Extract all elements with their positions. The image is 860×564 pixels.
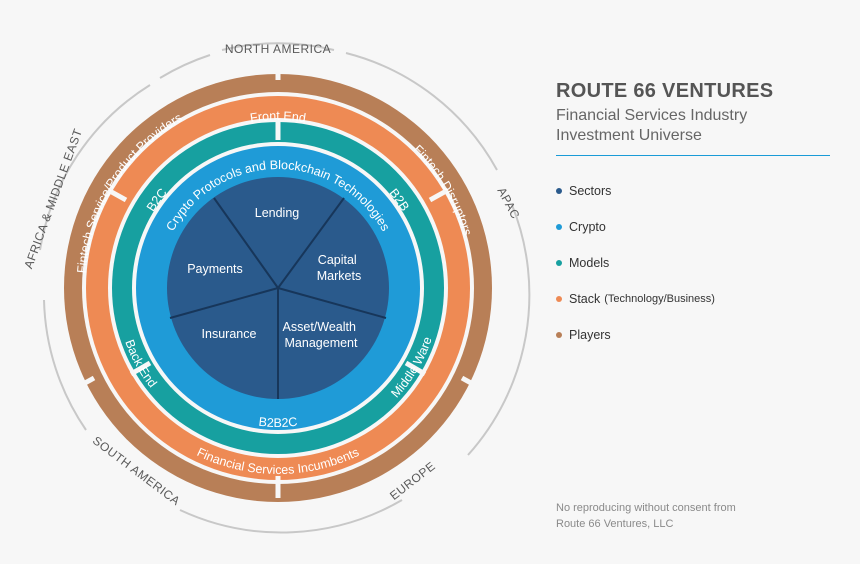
copyright-note: No reproducing without consent from Rout… (556, 500, 816, 532)
legend-item-stack: Stack (Technology/Business) (556, 290, 715, 308)
legend-label-crypto: Crypto (569, 220, 606, 234)
sector-payments: Payments (187, 262, 243, 276)
sector-asset-wealth: Asset/Wealth Management (283, 320, 360, 350)
region-arc-southwest (43, 299, 87, 431)
legend-item-models: Models (556, 254, 715, 272)
legend-dot-models (556, 260, 562, 266)
subtitle-line-1: Financial Services Industry (556, 107, 748, 124)
legend-dot-players (556, 332, 562, 338)
brand-title: ROUTE 66 VENTURES (556, 80, 774, 102)
region-arc-northwest (159, 54, 211, 79)
subtitle: Financial Services Industry Investment U… (556, 106, 836, 146)
subtitle-line-2: Investment Universe (556, 127, 702, 144)
stack-label-front-end: Front End (249, 109, 307, 125)
models-label-b2b2c: B2B2C (258, 415, 298, 430)
copyright-line-1: No reproducing without consent from (556, 502, 736, 514)
region-ring (39, 42, 531, 534)
region-arc-west (39, 84, 151, 251)
region-arc-east (467, 204, 531, 456)
sector-lending: Lending (255, 206, 300, 220)
legend-item-sectors: Sectors (556, 182, 715, 200)
legend-item-players: Players (556, 326, 715, 344)
region-north-america: NORTH AMERICA (225, 42, 331, 56)
legend-label-stack: Stack (569, 292, 601, 306)
models-ring-gaps (129, 118, 427, 377)
title-block: ROUTE 66 VENTURES Financial Services Ind… (556, 80, 836, 156)
legend: Sectors Crypto Models Stack (Technology/… (556, 182, 715, 362)
sector-insurance: Insurance (202, 327, 257, 341)
region-arc-north (221, 42, 335, 51)
legend-dot-stack (556, 296, 562, 302)
players-ring-gaps (74, 60, 482, 391)
legend-dot-crypto (556, 224, 562, 230)
stack-ring-gaps (106, 187, 450, 498)
copyright-line-2: Route 66 Ventures, LLC (556, 518, 674, 530)
legend-note-stack: (Technology/Business) (604, 293, 715, 305)
title-divider (556, 155, 830, 156)
legend-label-sectors: Sectors (569, 184, 612, 198)
region-arc-apac (345, 52, 498, 171)
region-apac: APAC (494, 185, 522, 221)
legend-dot-sectors (556, 188, 562, 194)
legend-label-players: Players (569, 328, 611, 342)
sector-capital-markets: Capital Markets (317, 253, 361, 283)
region-arc-europe (179, 499, 403, 534)
investment-universe-diagram: NORTH AMERICA APAC EUROPE SOUTH AMERICA … (21, 42, 531, 534)
legend-label-models: Models (569, 256, 610, 270)
sector-dividers (169, 197, 387, 399)
legend-item-crypto: Crypto (556, 218, 715, 236)
